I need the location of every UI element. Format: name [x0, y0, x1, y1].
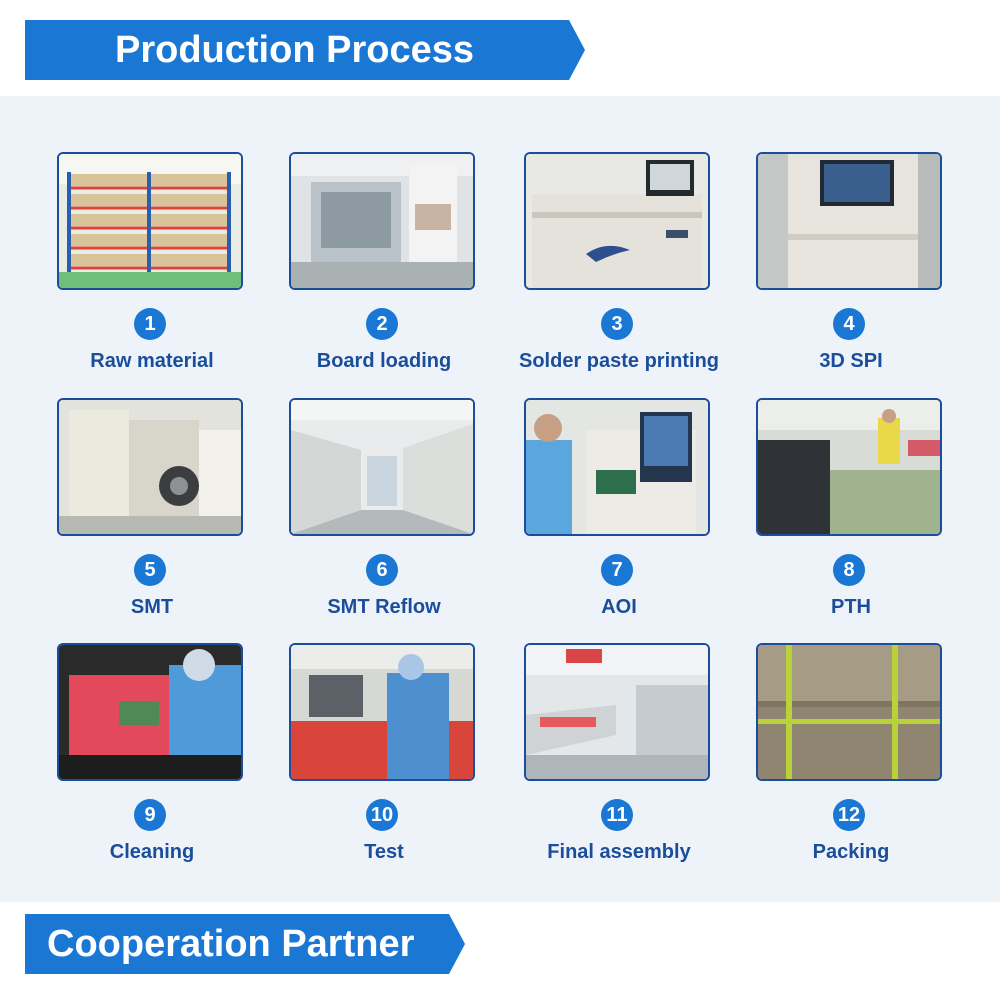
- reflow-oven-line-photo: [289, 398, 475, 536]
- solder-paste-printer-photo: [524, 152, 710, 290]
- step-label: Cleaning: [109, 841, 195, 863]
- step-number-badge: 11: [601, 799, 633, 831]
- process-step-10: 10 Test: [267, 643, 501, 889]
- step-label: Solder paste printing: [518, 350, 720, 372]
- process-step-8: 8 PTH: [734, 398, 968, 644]
- warehouse-shelves-photo: [57, 152, 243, 290]
- process-step-7: 7 AOI: [502, 398, 736, 644]
- aoi-inspection-photo: [524, 398, 710, 536]
- cooperation-partner-title: Cooperation Partner: [47, 923, 415, 965]
- process-step-12: 12 Packing: [734, 643, 968, 889]
- step-number-badge: 1: [134, 308, 166, 340]
- assembly-line-photo: [524, 643, 710, 781]
- packed-cartons-photo: [756, 643, 942, 781]
- step-number-badge: 2: [366, 308, 398, 340]
- pcb-cleaning-photo: [57, 643, 243, 781]
- process-step-3: 3 Solder paste printing: [502, 152, 736, 398]
- pth-workshop-photo: [756, 398, 942, 536]
- step-label: SMT Reflow: [327, 596, 441, 618]
- step-number-badge: 12: [833, 799, 865, 831]
- board-loader-machine-photo: [289, 152, 475, 290]
- step-number-badge: 8: [833, 554, 865, 586]
- step-label: Raw material: [90, 350, 214, 372]
- spi-inspection-machine-photo: [756, 152, 942, 290]
- process-step-2: 2 Board loading: [267, 152, 501, 398]
- testing-station-photo: [289, 643, 475, 781]
- step-number-badge: 6: [366, 554, 398, 586]
- step-number-badge: 3: [601, 308, 633, 340]
- step-label: Board loading: [316, 350, 452, 372]
- process-step-6: 6 SMT Reflow: [267, 398, 501, 644]
- process-step-1: 1 Raw material: [35, 152, 269, 398]
- production-process-title: Production Process: [115, 29, 474, 71]
- step-label: PTH: [831, 596, 871, 618]
- step-label: 3D SPI: [819, 350, 883, 372]
- process-step-5: 5 SMT: [35, 398, 269, 644]
- production-process-banner: Production Process: [25, 20, 585, 80]
- process-panel: 1 Raw material 2 Board loading: [0, 96, 1000, 902]
- step-number-badge: 10: [366, 799, 398, 831]
- step-label: SMT: [130, 596, 174, 618]
- step-number-badge: 5: [134, 554, 166, 586]
- step-label: Test: [364, 841, 404, 863]
- step-number-badge: 7: [601, 554, 633, 586]
- step-label: AOI: [601, 596, 637, 618]
- smt-placement-machine-photo: [57, 398, 243, 536]
- step-label: Packing: [812, 841, 890, 863]
- process-step-9: 9 Cleaning: [35, 643, 269, 889]
- step-number-badge: 9: [134, 799, 166, 831]
- process-step-11: 11 Final assembly: [502, 643, 736, 889]
- process-step-4: 4 3D SPI: [734, 152, 968, 398]
- step-number-badge: 4: [833, 308, 865, 340]
- cooperation-partner-banner: Cooperation Partner: [25, 914, 465, 974]
- step-label: Final assembly: [547, 841, 691, 863]
